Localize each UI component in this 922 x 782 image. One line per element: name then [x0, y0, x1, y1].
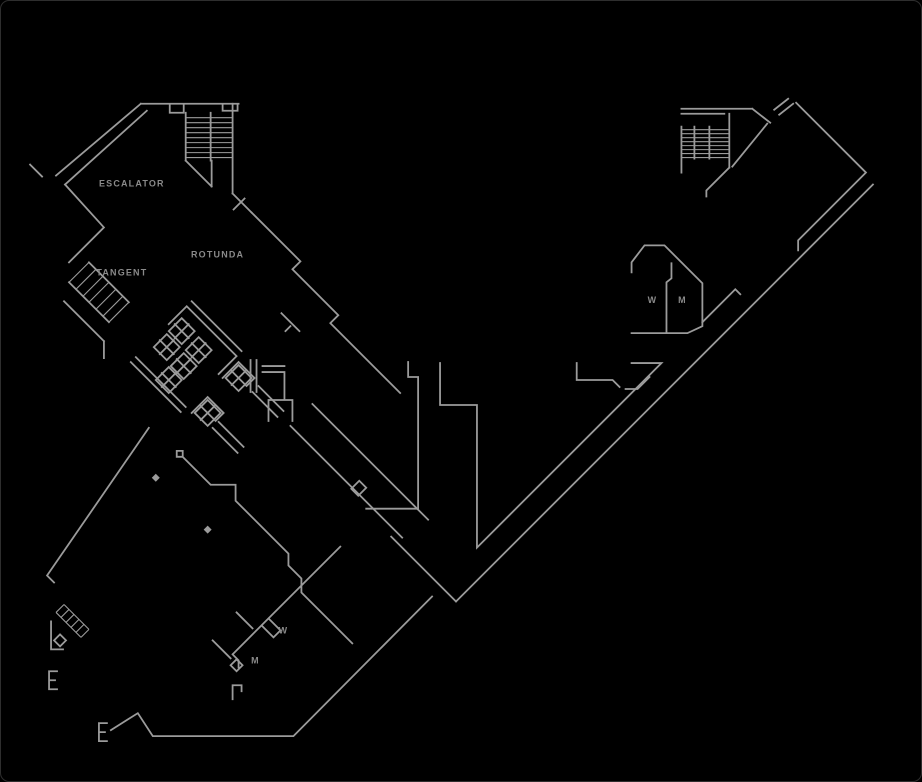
elevator-bank: [152, 316, 253, 428]
room-labels: ESCALATOR ROTUNDA TANGENT W M W M: [96, 179, 687, 666]
bottom-left-stair-treads: [55, 604, 90, 638]
wall-lines: [28, 97, 875, 742]
elevator-icon: [184, 335, 213, 365]
room-label-rotunda: ROTUNDA: [191, 249, 244, 259]
elevator-icon: [152, 332, 181, 362]
column-marker: [203, 525, 212, 534]
room-label-tangent: TANGENT: [96, 267, 147, 277]
room-label-escalator: ESCALATOR: [99, 179, 165, 189]
column-marker: [151, 473, 160, 482]
room-label-mens-room-lower: M: [251, 655, 260, 665]
elevator-icon: [193, 398, 222, 428]
stair-treads: [55, 117, 730, 638]
right-wing-stair-treads: [681, 129, 730, 159]
elevator-icon: [167, 316, 196, 346]
room-label-mens-room-upper: M: [678, 295, 687, 305]
column-markers: [151, 473, 212, 534]
tangent-stair-treads: [68, 261, 130, 323]
room-label-womens-room-lower: W: [279, 625, 289, 635]
room-label-womens-room-upper: W: [648, 295, 658, 305]
elevator-icon: [169, 351, 198, 381]
elevator-icon: [224, 363, 253, 393]
escalator-stair-treads: [185, 117, 233, 159]
elevator-icon: [154, 365, 183, 395]
